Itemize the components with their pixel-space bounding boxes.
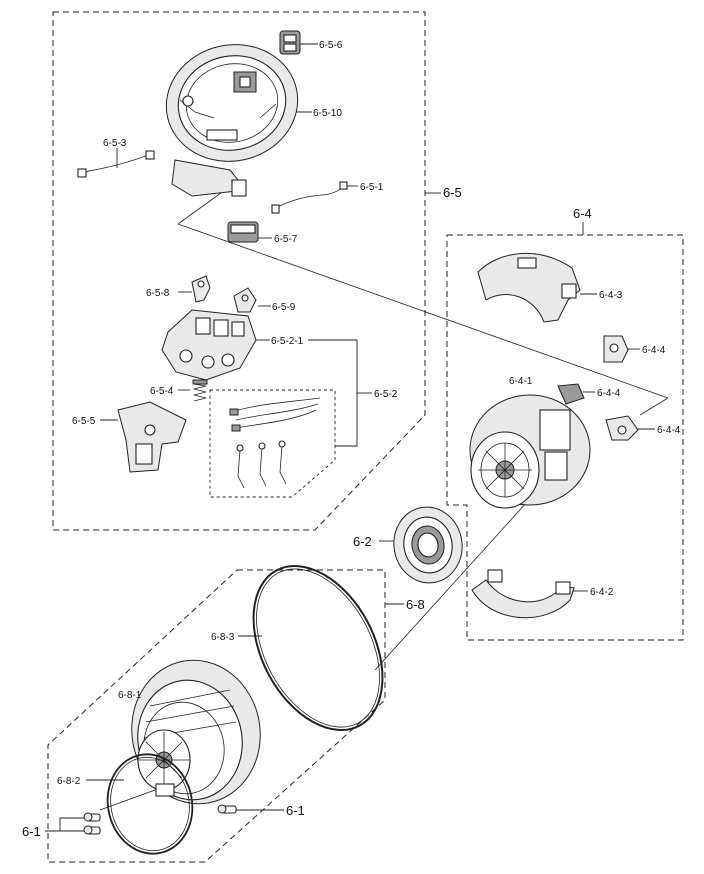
group-6-5-2-boundary — [209, 389, 336, 498]
label-6-4-1: 6-4-1 — [509, 376, 533, 387]
label-6-4-4-b: 6-4-4 — [597, 388, 621, 399]
part-6-1-screw-right — [217, 804, 237, 814]
part-6-5-8-clip — [191, 275, 211, 303]
part-6-4-3-shroud — [477, 252, 581, 323]
part-6-4-1-motor — [469, 394, 591, 509]
part-6-4-2-shroud — [471, 569, 575, 619]
part-6-5-1-wire — [271, 181, 348, 214]
label-6-4-4-c: 6-4-4 — [657, 425, 681, 436]
part-6-4-4-clip-c — [605, 415, 639, 441]
label-6-5-7: 6-5-7 — [274, 234, 298, 245]
part-6-2-mount — [393, 506, 463, 584]
part-6-8-1-fan-housing — [131, 659, 261, 805]
label-6-8: 6-8 — [406, 597, 425, 612]
part-6-5-10-housing — [165, 44, 299, 197]
part-6-4-4-clip-b — [557, 383, 585, 405]
group-6-5-boundary — [52, 11, 426, 531]
part-6-1-screw-left-a — [83, 812, 101, 822]
part-6-8-2-gasket — [106, 753, 194, 855]
label-6-5: 6-5 — [443, 185, 462, 200]
label-6-2: 6-2 — [353, 534, 372, 549]
label-6-4-2: 6-4-2 — [590, 587, 614, 598]
part-6-5-2-1-valve-block — [161, 309, 257, 381]
label-6-5-9: 6-5-9 — [272, 302, 296, 313]
part-6-5-5-bracket — [117, 401, 187, 473]
part-6-5-9-clip — [233, 287, 257, 313]
label-6-1-right: 6-1 — [286, 803, 305, 818]
label-6-8-2: 6-8-2 — [57, 776, 81, 787]
label-6-5-8: 6-5-8 — [146, 288, 170, 299]
label-6-8-3: 6-8-3 — [211, 632, 235, 643]
part-6-5-7-connector — [227, 221, 259, 243]
part-6-5-3-wire — [77, 150, 155, 178]
label-6-5-5: 6-5-5 — [72, 416, 96, 427]
label-6-5-10: 6-5-10 — [313, 108, 342, 119]
group-6-4-boundary — [446, 234, 684, 641]
label-6-5-2-1: 6-5-2-1 — [271, 336, 304, 347]
label-6-4-3: 6-4-3 — [599, 290, 623, 301]
label-6-5-3: 6-5-3 — [103, 138, 127, 149]
label-6-5-1: 6-5-1 — [360, 182, 384, 193]
part-6-5-6-terminal — [279, 30, 301, 55]
part-6-5-2-wire-kit — [229, 397, 321, 489]
label-6-8-1: 6-8-1 — [118, 690, 142, 701]
label-6-5-4: 6-5-4 — [150, 386, 174, 397]
group-6-8-boundary — [47, 569, 386, 863]
part-6-8-3-seal — [252, 564, 384, 732]
part-6-5-4-spring — [192, 379, 208, 402]
label-6-5-6: 6-5-6 — [319, 40, 343, 51]
label-6-1-left: 6-1 — [22, 824, 41, 839]
label-6-5-2: 6-5-2 — [374, 389, 398, 400]
label-6-4-4-a: 6-4-4 — [642, 345, 666, 356]
label-6-4: 6-4 — [573, 206, 592, 221]
part-6-1-screw-left-b — [83, 825, 101, 835]
part-6-4-4-clip-a — [603, 335, 629, 363]
